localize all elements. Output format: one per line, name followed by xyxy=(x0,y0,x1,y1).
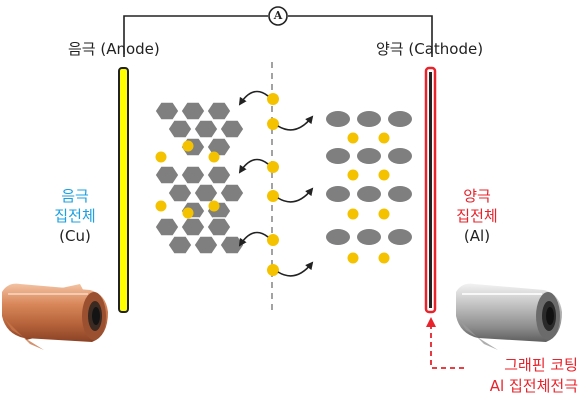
anode-graphite-layers xyxy=(154,101,245,255)
copper-foil-roll-icon xyxy=(2,283,108,350)
ion-migration xyxy=(238,90,314,277)
cathode-collector-label: 양극 집전체 (Al) xyxy=(442,186,512,246)
hexagon-graphite-icon xyxy=(193,119,219,139)
lithium-ion-icon xyxy=(378,252,390,264)
curved-arrow-icon xyxy=(277,115,314,131)
curved-arrow-icon xyxy=(238,231,269,247)
hexagon-graphite-icon xyxy=(206,217,232,237)
hexagon-graphite-icon xyxy=(219,183,245,203)
lithium-ion-icon xyxy=(378,169,390,181)
annotation-arrow xyxy=(426,317,464,369)
hexagon-graphite-icon xyxy=(206,101,232,121)
hexagon-graphite-icon xyxy=(154,165,180,185)
circuit-wire xyxy=(123,15,433,57)
lithium-ion-icon xyxy=(267,234,279,246)
lithium-ion-icon xyxy=(347,208,359,220)
hexagon-graphite-icon xyxy=(206,165,232,185)
anode-electrode xyxy=(118,67,129,313)
annotation-line1: 그래핀 코팅 xyxy=(504,356,578,374)
ellipse-cathode-particle-icon xyxy=(357,229,381,245)
lithium-ion-icon xyxy=(347,132,359,144)
cathode-collector-line1: 양극 xyxy=(463,187,491,205)
anode-collector-line3: (Cu) xyxy=(59,227,91,245)
hexagon-graphite-icon xyxy=(219,119,245,139)
lithium-ion-icon xyxy=(378,132,390,144)
curved-arrow-icon xyxy=(277,187,314,203)
ellipse-cathode-particle-icon xyxy=(388,186,412,202)
lithium-ion-icon xyxy=(378,208,390,220)
cathode-collector-line2: 집전체 xyxy=(456,207,498,225)
annotation-line2: Al 집전체전극 xyxy=(489,377,578,395)
lithium-ion-icon xyxy=(347,169,359,181)
hexagon-graphite-icon xyxy=(154,217,180,237)
ellipse-cathode-particle-icon xyxy=(326,148,350,164)
ellipse-cathode-particle-icon xyxy=(388,111,412,127)
anode-collector-label: 음극 집전체 (Cu) xyxy=(40,186,110,246)
curved-arrow-icon xyxy=(238,158,269,174)
lithium-ion-icon xyxy=(208,200,220,212)
lithium-ion-icon xyxy=(267,93,279,105)
lithium-ion-icon xyxy=(347,252,359,264)
hexagon-graphite-icon xyxy=(180,165,206,185)
hexagon-graphite-icon xyxy=(167,235,193,255)
lithium-ion-icon xyxy=(208,151,220,163)
ellipse-cathode-particle-icon xyxy=(357,148,381,164)
ellipse-cathode-particle-icon xyxy=(326,111,350,127)
hexagon-graphite-icon xyxy=(180,217,206,237)
curved-arrow-icon xyxy=(238,90,269,106)
ellipse-cathode-particle-icon xyxy=(357,186,381,202)
lithium-ion-icon xyxy=(182,140,194,152)
ellipse-cathode-particle-icon xyxy=(357,111,381,127)
anode-collector-line2: 집전체 xyxy=(54,207,96,225)
aluminum-foil-roll-icon xyxy=(456,283,562,350)
cathode-label: 양극 (Cathode) xyxy=(376,40,484,58)
ellipse-cathode-particle-icon xyxy=(326,229,350,245)
hexagon-graphite-icon xyxy=(180,101,206,121)
curved-arrow-icon xyxy=(277,261,314,277)
lithium-ion-icon xyxy=(267,264,279,276)
lithium-ion-icon xyxy=(267,118,279,130)
cathode-lithium-ions xyxy=(347,132,390,264)
graphene-annotation: 그래핀 코팅 Al 집전체전극 xyxy=(470,355,578,397)
cathode-particle-layers xyxy=(326,111,412,245)
hexagon-graphite-icon xyxy=(167,183,193,203)
hexagon-graphite-icon xyxy=(193,183,219,203)
lithium-ion-icon xyxy=(182,207,194,219)
hexagon-graphite-icon xyxy=(167,119,193,139)
anode-collector-line1: 음극 xyxy=(61,187,89,205)
lithium-ion-icon xyxy=(267,190,279,202)
anode-label: 음극 (Anode) xyxy=(68,40,160,58)
ammeter-symbol: A xyxy=(273,9,283,22)
lithium-ion-icon xyxy=(155,200,167,212)
cathode-collector-line3: (Al) xyxy=(463,227,491,245)
ellipse-cathode-particle-icon xyxy=(388,148,412,164)
ammeter-icon xyxy=(268,6,288,26)
lithium-ion-icon xyxy=(267,161,279,173)
hexagon-graphite-icon xyxy=(154,101,180,121)
ellipse-cathode-particle-icon xyxy=(388,229,412,245)
hexagon-graphite-icon xyxy=(193,235,219,255)
lithium-ion-icon xyxy=(155,151,167,163)
ellipse-cathode-particle-icon xyxy=(326,186,350,202)
anode-lithium-ions xyxy=(155,140,220,219)
